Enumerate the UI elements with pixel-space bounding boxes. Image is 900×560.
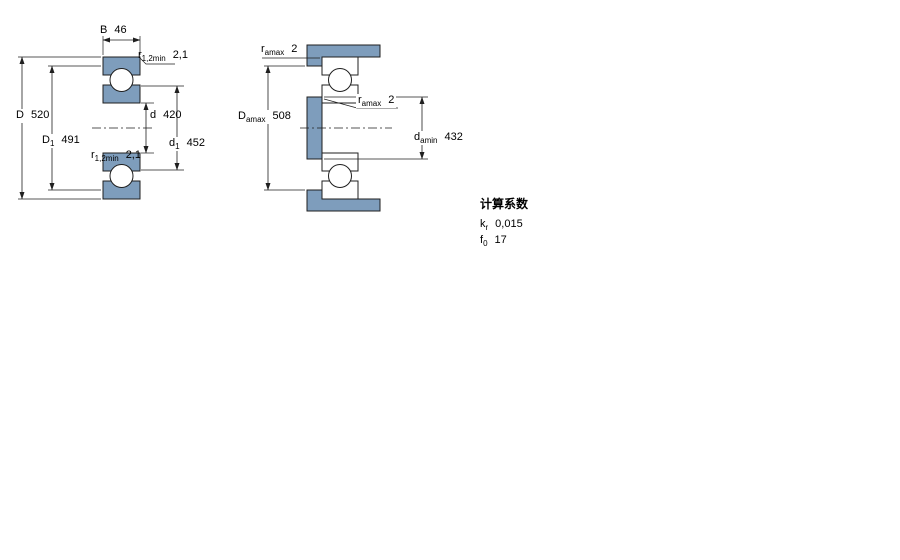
dim-subscript: amin [420,136,438,146]
dim-value: 46 [114,24,127,36]
dim-symbol: r [138,49,142,61]
dim-value: 420 [163,109,182,121]
factor-subscript: r [485,223,489,233]
dim-label-damin: damin 432 [412,131,465,146]
dim-symbol: d [414,131,421,143]
dim-value: 491 [61,134,80,146]
dim-label-d1: d1 452 [167,137,207,152]
factor-row-kr: kr 0,015 [480,218,523,232]
ball-top-right [328,68,352,92]
dim-label-D: D 520 [14,109,52,124]
dim-value: 2,1 [172,49,188,61]
dim-label-ramax-top: ramax 2 [261,43,297,57]
leader-line-r-top [139,57,175,65]
factor-subscript: 0 [483,239,488,249]
dim-symbol: d [150,109,157,121]
dim-label-Damax: Damax 508 [236,110,293,125]
dim-symbol: D [16,109,24,121]
dim-value: 452 [186,137,205,149]
dim-label-D1: D1 491 [40,134,82,149]
dim-symbol: r [261,43,265,55]
dim-symbol: d [169,137,176,149]
dim-subscript: 1,2min [94,154,119,164]
dim-label-r12min-bottom: r1,2min 2,1 [91,149,141,163]
dim-value: 2 [291,43,298,55]
dim-subscript: amax [264,48,285,58]
dim-value: 520 [30,109,50,121]
dim-subscript: 1 [175,142,180,152]
ball-top [109,68,134,92]
right-mounting-parts [300,44,392,212]
factor-symbol: k [480,218,486,230]
dim-symbol: r [91,149,95,161]
factor-row-f0: f0 17 [480,234,507,248]
factor-value: 0,015 [495,218,523,230]
ball-bottom [109,164,134,188]
dim-label-B: B 46 [100,24,127,38]
left-bearing-section [92,56,152,200]
calculation-factors-title: 计算系数 [480,197,529,211]
dim-symbol: D [42,134,50,146]
dim-label-d: d 420 [150,109,181,123]
dim-symbol: r [358,94,362,106]
left-dimension-lines [18,36,184,200]
factor-value: 17 [494,234,507,246]
dim-value: 2,1 [125,149,141,161]
dim-label-r12min-top: r1,2min 2,1 [138,49,188,63]
dim-subscript: amax [245,115,266,125]
dim-value: 508 [272,110,291,122]
ball-bottom-right [328,164,352,188]
dim-value: 432 [444,131,463,143]
dim-subscript: 1,2min [141,54,166,64]
dim-subscript: amax [361,99,382,109]
dim-symbol: B [100,24,108,36]
dim-value: 2 [388,94,395,106]
dim-symbol: D [238,110,246,122]
factor-symbol: f [480,234,484,246]
dim-subscript: 1 [49,139,55,149]
dim-label-ramax-mid: ramax 2 [356,94,397,109]
